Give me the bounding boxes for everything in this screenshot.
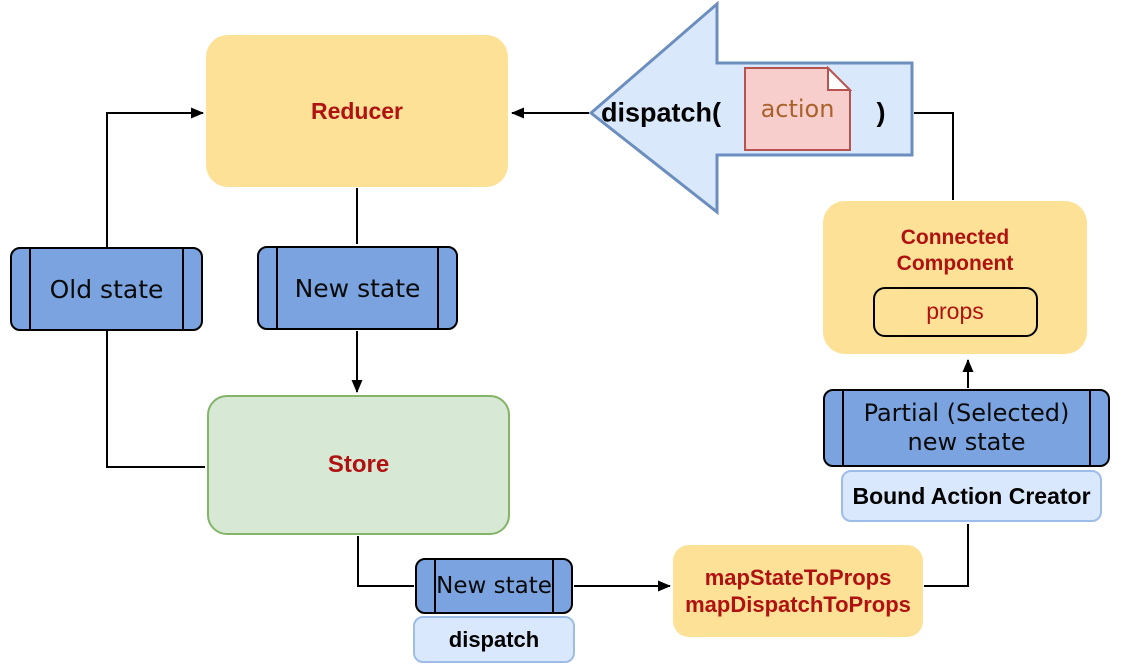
partial-new-state-line1: Partial (Selected) xyxy=(863,399,1070,428)
connected-component-line2: Component xyxy=(896,252,1014,276)
old-state-node: Old state xyxy=(10,247,203,331)
dispatch-call-suffix: ) xyxy=(876,97,886,128)
edge-mapprops-to-boundactioncreator xyxy=(924,524,969,587)
reducer-label: Reducer xyxy=(310,97,404,124)
map-props-node: mapStateToProps mapDispatchToProps xyxy=(673,545,923,637)
old-state-label: Old state xyxy=(49,274,164,304)
store-node: Store xyxy=(207,395,510,535)
new-state-bottom-label: New state xyxy=(436,573,552,599)
action-note-shape xyxy=(744,67,851,151)
reducer-node: Reducer xyxy=(206,35,508,187)
edge-connectedcomponent-to-dispatcharrow xyxy=(914,112,954,200)
new-state-top-label: New state xyxy=(294,273,421,303)
edge-oldstate-to-store xyxy=(106,331,205,468)
connected-component-node: Connected Component props xyxy=(823,201,1087,354)
new-state-top-node: New state xyxy=(257,246,458,330)
props-label: props xyxy=(926,298,984,324)
dispatch-badge: dispatch xyxy=(413,616,575,663)
map-state-to-props-label: mapStateToProps xyxy=(704,564,892,590)
dispatch-call-prefix: dispatch( xyxy=(601,97,722,128)
edge-store-to-newstate2 xyxy=(357,536,414,587)
dispatch-badge-label: dispatch xyxy=(448,626,540,652)
action-note-fold-icon xyxy=(827,65,853,91)
store-label: Store xyxy=(327,451,390,478)
bound-action-creator-badge: Bound Action Creator xyxy=(841,470,1102,522)
partial-new-state-line2: new state xyxy=(907,428,1026,456)
connected-component-line1: Connected xyxy=(900,226,1010,249)
new-state-bottom-node: New state xyxy=(415,558,573,614)
action-note-label: action xyxy=(760,95,835,123)
bound-action-creator-label: Bound Action Creator xyxy=(852,482,1091,509)
props-box: props xyxy=(872,286,1038,337)
map-dispatch-to-props-label: mapDispatchToProps xyxy=(685,592,911,617)
edge-oldstate-to-reducer xyxy=(106,107,204,247)
partial-new-state-node: Partial (Selected) new state xyxy=(823,389,1110,467)
